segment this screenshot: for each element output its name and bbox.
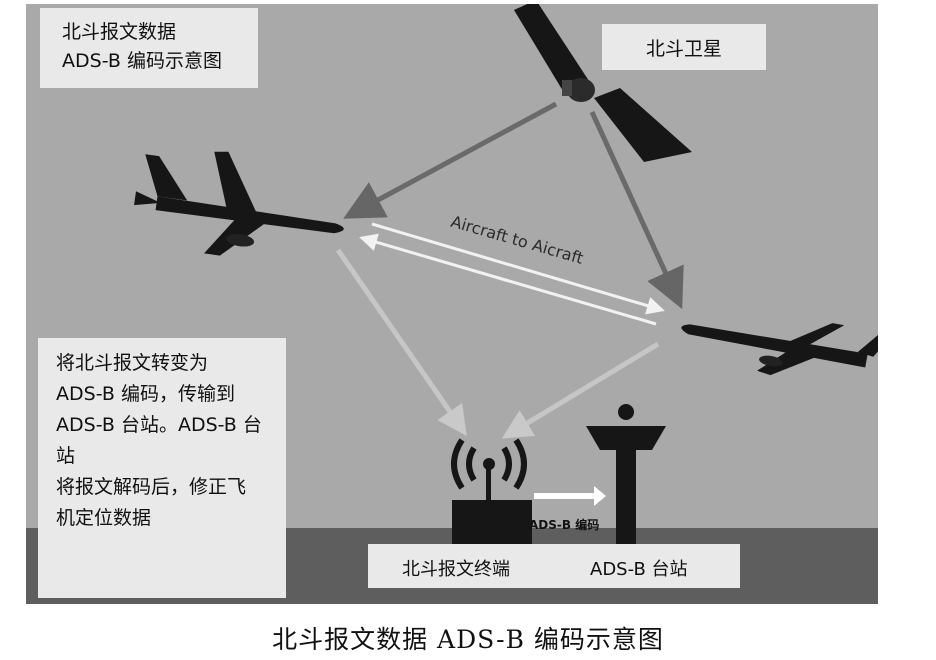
terminal-icon: [451, 438, 532, 544]
satellite-to-aircraft2-arrow: [589, 110, 684, 310]
figure-caption: 北斗报文数据 ADS-B 编码示意图: [272, 625, 664, 654]
title-line-2: ADS-B 编码示意图: [62, 50, 222, 72]
satellite-to-aircraft1-arrow: [343, 101, 558, 219]
aircraft1-to-terminal-arrow: [335, 248, 467, 437]
diagram-scene: Aircraft to Aicraft: [26, 0, 894, 604]
description-box: 将北斗报文转变为 ADS-B 编码，传输到 ADS-B 台站。ADS-B 台站 …: [38, 338, 286, 598]
satellite-label: 北斗卫星: [645, 37, 722, 60]
bottom-label-box: 北斗报文终端 ADS-B 台站: [368, 544, 740, 588]
encode-label: ADS-B 编码: [529, 518, 600, 532]
description-line: ADS-B 编码，传输到: [56, 383, 235, 405]
aircraft-link-arrow-right: [371, 222, 665, 315]
aircraft2-to-terminal-arrow: [501, 341, 660, 439]
description-line: 机定位数据: [56, 507, 152, 529]
aircraft-link-arrow-left: [359, 233, 657, 326]
aircraft-2-icon: [681, 323, 894, 376]
aircraft-1-icon: [134, 151, 344, 256]
station-label: ADS-B 台站: [590, 559, 688, 580]
satellite-icon: [514, 0, 692, 162]
description-line: ADS-B 台站。ADS-B 台站: [56, 414, 262, 467]
satellite-label-box: 北斗卫星: [602, 24, 766, 70]
description-line: 将报文解码后，修正飞: [56, 476, 247, 498]
title-box: 北斗报文数据 ADS-B 编码示意图: [40, 8, 258, 88]
title-line-1: 北斗报文数据: [62, 21, 177, 43]
description-line: 将北斗报文转变为: [56, 352, 209, 374]
control-tower-icon: [586, 404, 666, 544]
terminal-label: 北斗报文终端: [402, 559, 510, 580]
